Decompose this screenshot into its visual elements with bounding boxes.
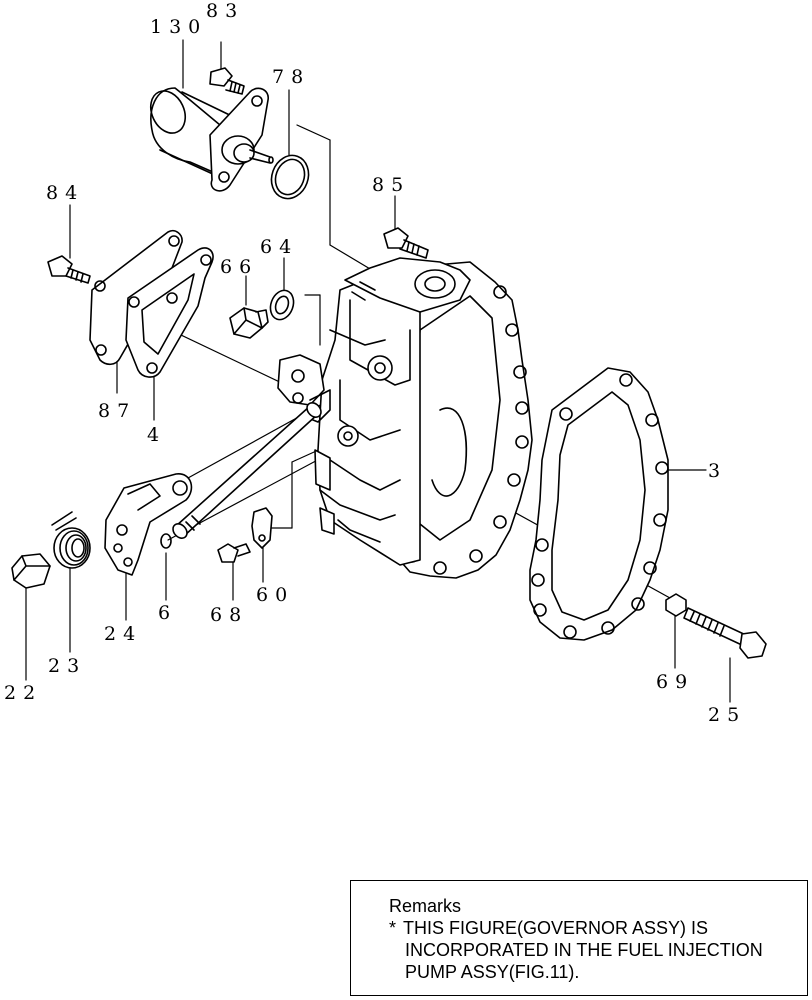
bolt-25 — [683, 607, 767, 659]
part-label-25: 25 — [708, 704, 747, 726]
plate-60 — [251, 507, 273, 549]
bolt-68 — [217, 543, 251, 563]
bolt-83 — [209, 67, 245, 95]
part-label-60: 60 — [256, 584, 295, 606]
remarks-title: Remarks — [389, 896, 462, 916]
plug-66 — [229, 307, 269, 339]
part-label-84: 84 — [46, 182, 85, 204]
remarks-line-1-text: THIS FIGURE(GOVERNOR ASSY) IS — [403, 918, 709, 938]
part-label-69: 69 — [656, 671, 695, 693]
bolt-84 — [47, 255, 91, 284]
part-label-6: 6 — [158, 602, 178, 624]
governor-housing — [277, 257, 533, 579]
washer-64 — [269, 289, 295, 321]
washer-6 — [160, 533, 172, 549]
bolt-85 — [383, 227, 429, 259]
nut-69 — [665, 593, 687, 617]
o-ring-78-inner — [274, 158, 306, 196]
part-label-22: 22 — [4, 682, 43, 704]
gasket-3 — [529, 367, 669, 641]
gasket-4 — [125, 247, 214, 378]
remarks-line-2: INCORPORATED IN THE FUEL INJECTION — [405, 940, 763, 960]
part-label-23: 23 — [48, 655, 87, 677]
part-label-64: 64 — [260, 236, 299, 258]
remarks-line-1: * THIS FIGURE(GOVERNOR ASSY) IS — [389, 917, 807, 939]
remarks-line-3: PUMP ASSY(FIG.11). — [405, 962, 580, 982]
part-label-83: 83 — [206, 0, 245, 22]
remarks-bullet: * — [389, 918, 397, 938]
o-ring-78 — [270, 154, 310, 200]
part-label-87: 87 — [98, 400, 137, 422]
part-label-66: 66 — [220, 256, 259, 278]
remarks-box: Remarks * THIS FIGURE(GOVERNOR ASSY) IS I… — [350, 880, 808, 996]
solenoid-130 — [149, 87, 274, 192]
part-label-24: 24 — [104, 623, 143, 645]
part-label-85: 85 — [372, 174, 411, 196]
plug-22 — [11, 553, 51, 589]
part-label-78: 78 — [272, 66, 311, 88]
plate-60-hole — [258, 534, 266, 542]
washer-64-inner — [274, 295, 290, 315]
lever-24 — [104, 473, 193, 576]
part-label-68: 68 — [210, 604, 249, 626]
part-label-4: 4 — [147, 424, 167, 446]
shaft — [172, 402, 322, 539]
part-label-3: 3 — [708, 460, 728, 482]
part-label-130: 130 — [150, 16, 208, 38]
spring-23 — [51, 511, 91, 569]
